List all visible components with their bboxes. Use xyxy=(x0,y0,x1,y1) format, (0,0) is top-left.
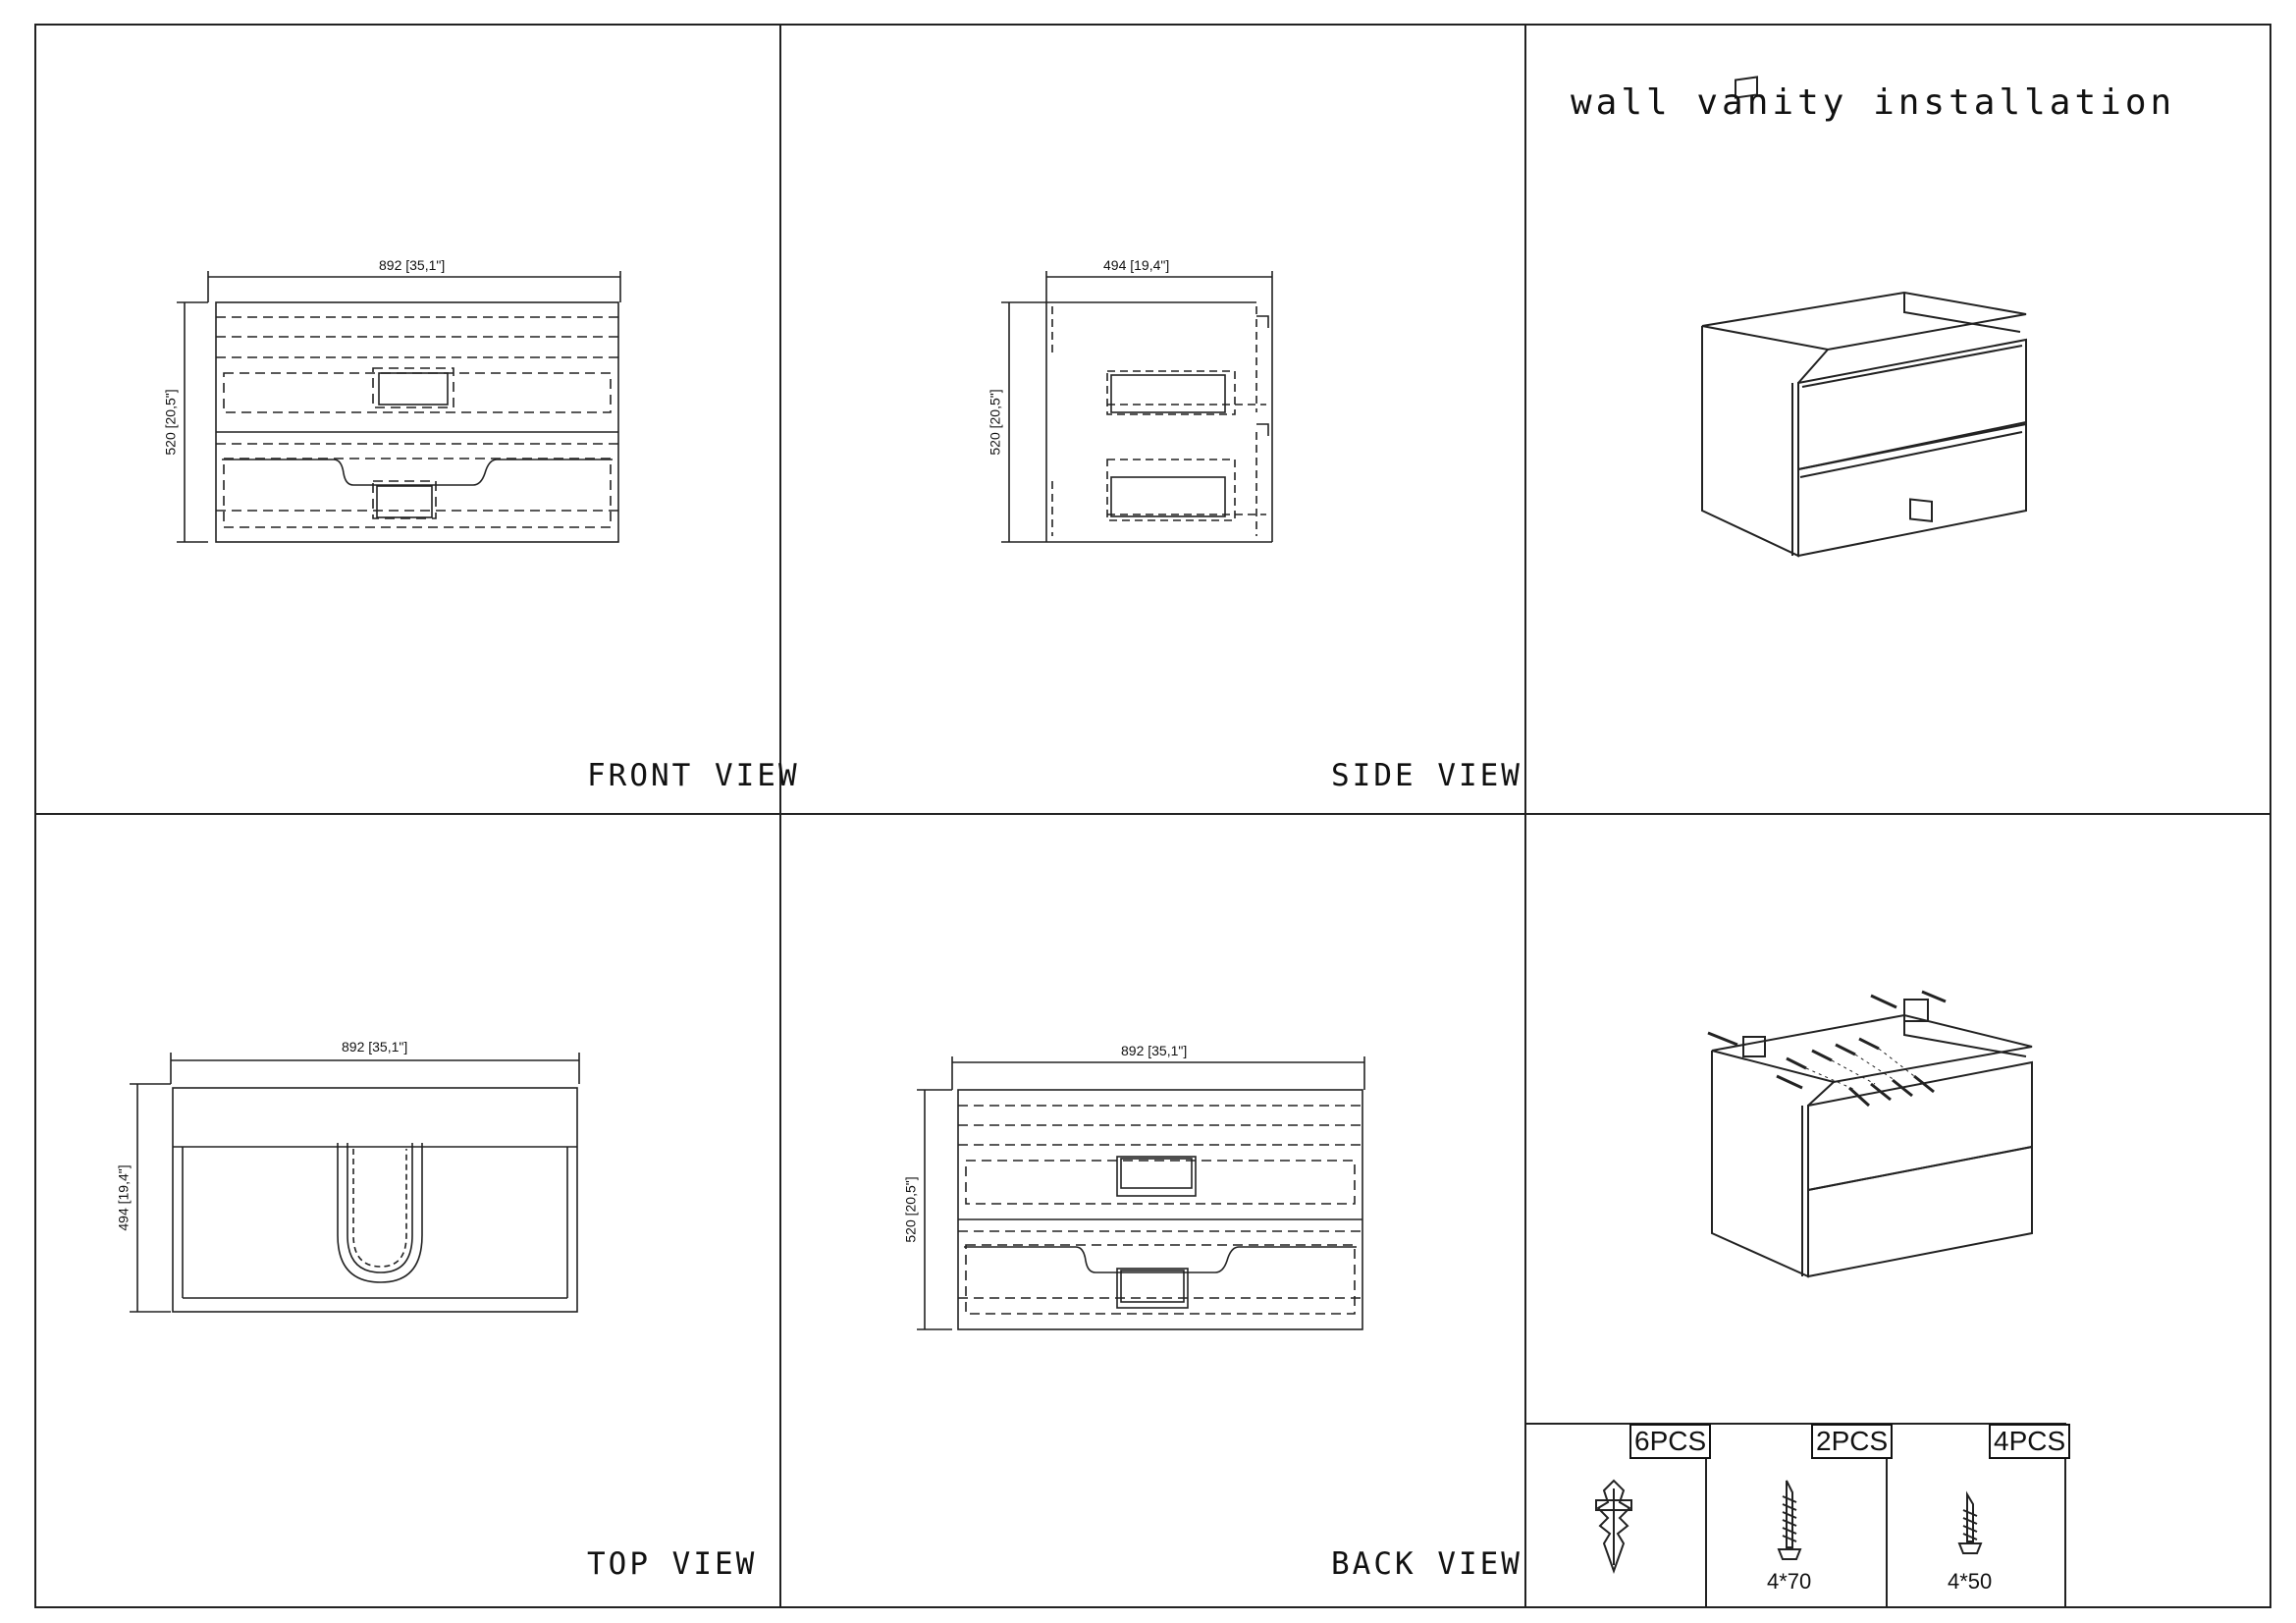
side-view-drawing xyxy=(1001,271,1273,543)
front-view-label: FRONT VIEW xyxy=(587,758,800,793)
top-depth-dimension: 494 [19,4"] xyxy=(115,1164,132,1231)
back-view-label: BACK VIEW xyxy=(1331,1546,1522,1582)
sheet-title: wall vanity installation xyxy=(1571,82,2176,123)
long-screw-icon xyxy=(1777,1480,1802,1560)
back-width-dimension: 892 [35,1"] xyxy=(1121,1043,1188,1058)
hardware-qty-long-screw: 2PCS xyxy=(1811,1424,1894,1459)
wall-anchor-icon xyxy=(1595,1479,1632,1574)
hardware-size-short-screw: 4*50 xyxy=(1948,1569,1993,1594)
top-view-drawing xyxy=(130,1053,580,1313)
sheet-grid xyxy=(34,24,2271,1608)
front-height-dimension: 520 [20,5"] xyxy=(162,389,179,456)
hardware-qty-short-screw: 4PCS xyxy=(1989,1424,2071,1459)
back-height-dimension: 520 [20,5"] xyxy=(902,1176,919,1243)
hardware-size-long-screw: 4*70 xyxy=(1767,1569,1812,1594)
back-view-drawing xyxy=(917,1056,1365,1330)
top-width-dimension: 892 [35,1"] xyxy=(342,1039,408,1055)
side-height-dimension: 520 [20,5"] xyxy=(987,389,1003,456)
front-view-drawing xyxy=(177,271,621,543)
side-depth-dimension: 494 [19,4"] xyxy=(1103,257,1170,273)
front-width-dimension: 892 [35,1"] xyxy=(379,257,446,273)
hardware-qty-anchor: 6PCS xyxy=(1629,1424,1712,1459)
short-screw-icon xyxy=(1957,1490,1983,1554)
installation-isometric-drawing xyxy=(1707,990,2033,1278)
side-view-label: SIDE VIEW xyxy=(1331,758,1522,793)
top-view-label: TOP VIEW xyxy=(587,1546,758,1582)
cabinet-isometric-drawing xyxy=(1701,76,2027,558)
